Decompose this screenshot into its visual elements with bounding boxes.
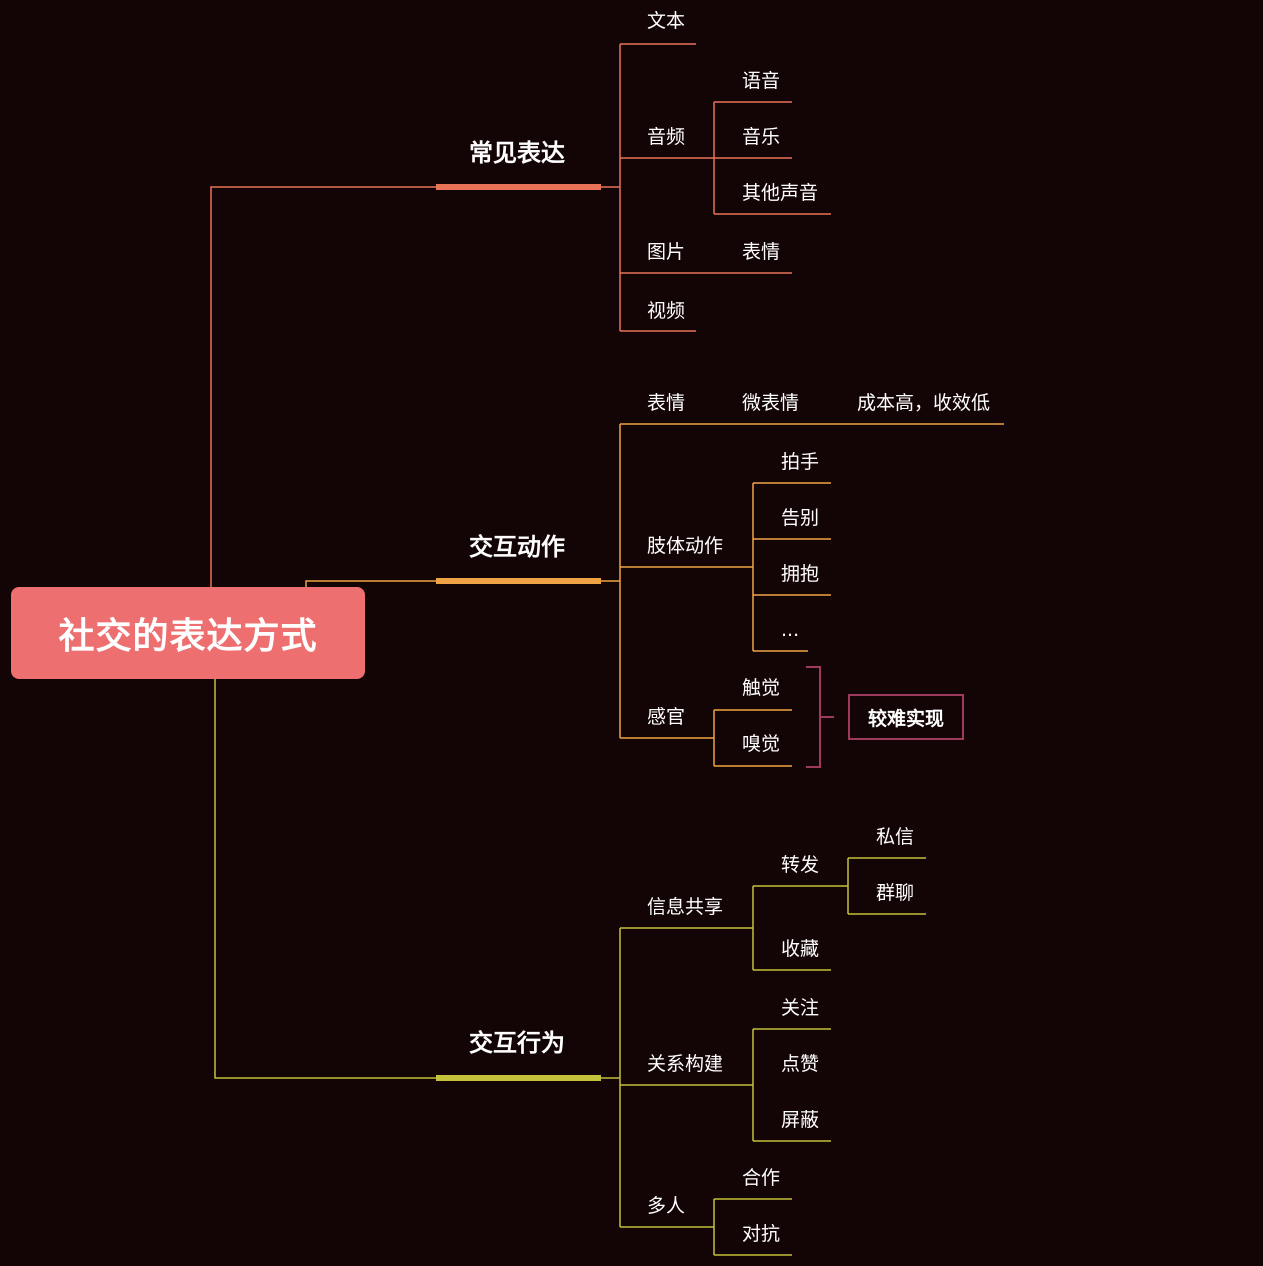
connector-root-branch2 <box>305 580 436 587</box>
node-follow[interactable]: 关注 <box>781 997 820 1019</box>
node-smell[interactable]: 嗅觉 <box>742 733 781 755</box>
node-like[interactable]: 点赞 <box>781 1053 820 1075</box>
node-group-chat[interactable]: 群聊 <box>876 882 915 904</box>
branch1-underline <box>436 184 601 190</box>
branch-interaction-behavior[interactable]: 交互行为 <box>469 1029 565 1057</box>
summary-hard-to-implement[interactable]: 较难实现 <box>848 694 964 740</box>
connector-root-branch1 <box>210 186 436 587</box>
node-music[interactable]: 音乐 <box>742 126 781 148</box>
node-expression[interactable]: 表情 <box>647 392 686 414</box>
node-emoji[interactable]: 表情 <box>742 241 781 263</box>
node-clap[interactable]: 拍手 <box>781 451 820 473</box>
node-block[interactable]: 屏蔽 <box>781 1109 820 1131</box>
node-body-action[interactable]: 肢体动作 <box>647 535 724 557</box>
branch2-underline <box>436 578 601 584</box>
branch1-connectors <box>601 43 831 332</box>
node-high-cost-low-return[interactable]: 成本高，收效低 <box>857 392 991 414</box>
root-topic[interactable]: 社交的表达方式 <box>11 587 365 679</box>
node-audio[interactable]: 音频 <box>647 126 686 148</box>
node-hug[interactable]: 拥抱 <box>781 563 820 585</box>
summary-bracket <box>806 666 834 768</box>
node-confrontation[interactable]: 对抗 <box>742 1223 781 1245</box>
node-senses[interactable]: 感官 <box>647 706 686 728</box>
node-video[interactable]: 视频 <box>647 300 686 322</box>
node-relationship-building[interactable]: 关系构建 <box>647 1053 724 1075</box>
node-multiplayer[interactable]: 多人 <box>647 1195 686 1217</box>
node-cooperation[interactable]: 合作 <box>742 1167 781 1189</box>
node-info-sharing[interactable]: 信息共享 <box>647 896 724 918</box>
branch3-underline <box>436 1075 601 1081</box>
node-forward[interactable]: 转发 <box>781 854 820 876</box>
node-other-sound[interactable]: 其他声音 <box>742 182 819 204</box>
branch2-connectors <box>601 423 1004 767</box>
branch-interaction-action[interactable]: 交互动作 <box>469 533 565 561</box>
node-touch[interactable]: 触觉 <box>742 677 781 699</box>
node-voice[interactable]: 语音 <box>742 70 781 92</box>
node-text[interactable]: 文本 <box>647 10 686 32</box>
node-ellipsis[interactable]: ... <box>781 619 800 641</box>
node-favorite[interactable]: 收藏 <box>781 938 820 960</box>
node-micro-expression[interactable]: 微表情 <box>742 392 800 414</box>
node-private-message[interactable]: 私信 <box>876 826 915 848</box>
branch3-connectors <box>601 857 926 1256</box>
node-image[interactable]: 图片 <box>647 241 686 263</box>
branch-common-expression[interactable]: 常见表达 <box>469 139 565 167</box>
node-farewell[interactable]: 告别 <box>781 507 820 529</box>
connector-root-branch3 <box>214 679 436 1079</box>
